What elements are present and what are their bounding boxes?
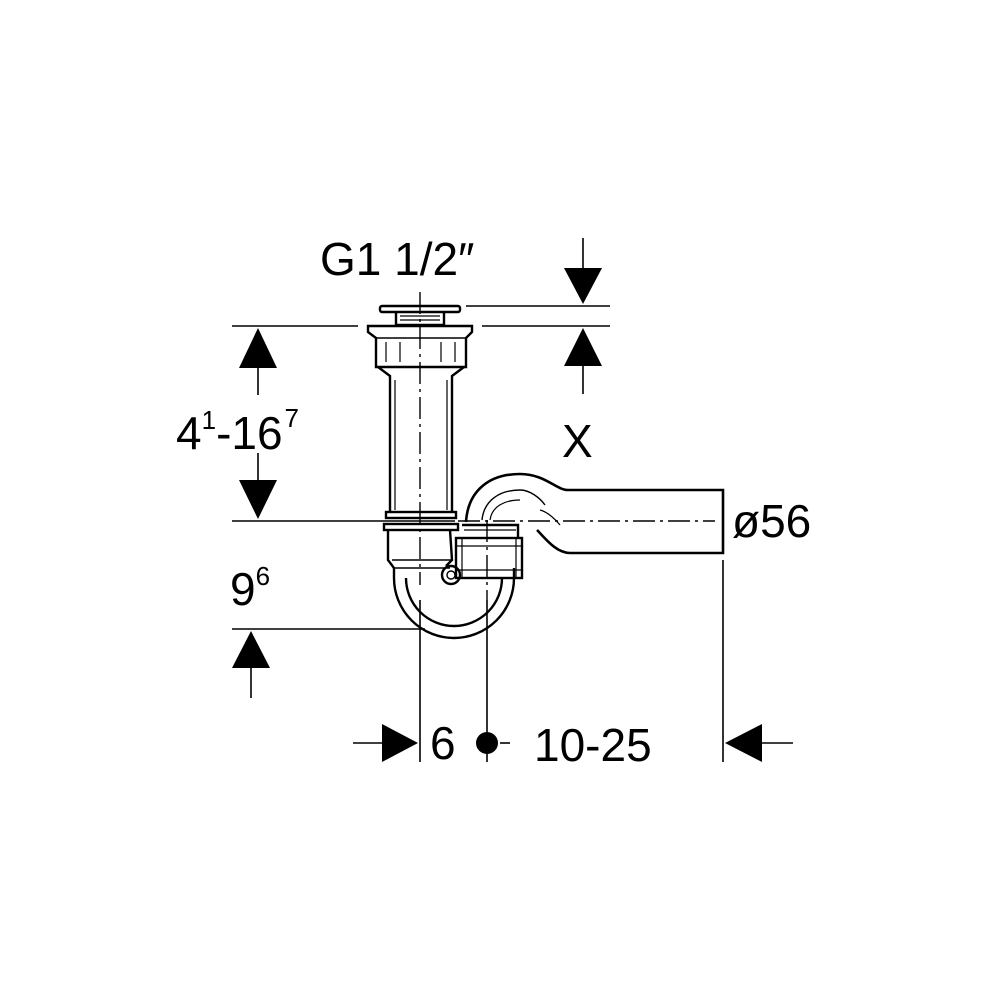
center-lines <box>419 292 715 600</box>
center-point-icon <box>476 732 498 754</box>
union-nut <box>454 523 524 580</box>
thread-size-label: G1 1/2″ <box>320 233 475 285</box>
tail-pipe <box>377 366 465 532</box>
bottom-height-sup: 6 <box>255 561 271 591</box>
height-range-sup2: 7 <box>284 403 300 433</box>
height-range-base: 4 <box>176 407 202 459</box>
height-range-sup1: 1 <box>201 405 217 435</box>
arrow-up-icon <box>564 328 602 366</box>
bottom-height-label: 96 <box>230 563 270 615</box>
arrow-down-icon <box>564 268 602 304</box>
height-range-label: 41-167 <box>176 405 299 459</box>
drain-head <box>366 304 474 369</box>
trap-bend <box>386 529 516 640</box>
arrow-down-icon <box>239 480 277 519</box>
arrow-right-icon <box>382 724 418 762</box>
height-range-mid: -16 <box>216 407 283 459</box>
outlet-pipe <box>464 472 725 555</box>
arrow-up-icon <box>239 328 277 368</box>
x-dimension-label: X <box>562 415 593 467</box>
arrow-left-icon <box>725 724 762 762</box>
offset-label: 6 <box>430 717 456 769</box>
diameter-label: ø56 <box>732 495 812 547</box>
arrow-up-icon <box>232 631 270 668</box>
dimension-arrowheads <box>232 268 762 762</box>
length-range-label: 10-25 <box>534 719 652 771</box>
bottom-height-base: 9 <box>230 563 256 615</box>
